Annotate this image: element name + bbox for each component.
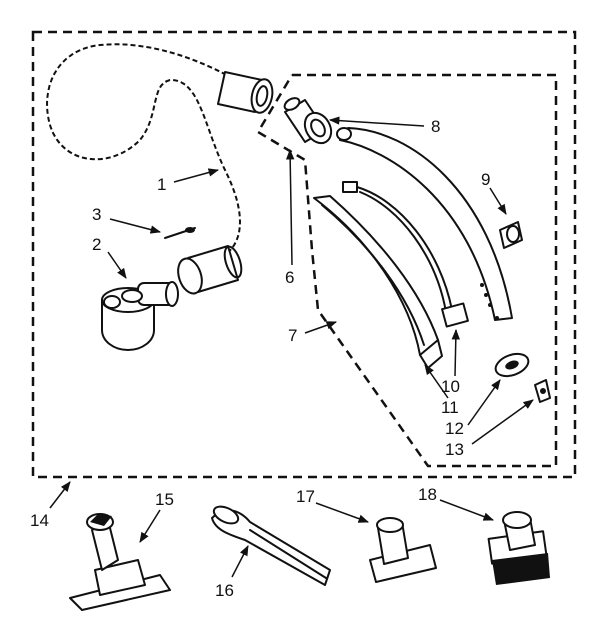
release-button (494, 352, 530, 378)
callout-10: 10 (441, 377, 460, 396)
callout-8: 8 (431, 117, 440, 136)
callout-3: 3 (92, 205, 101, 224)
hose-cuff-bottom (177, 245, 243, 295)
wand-assembly-boundary (256, 73, 558, 468)
dusting-brush (487, 511, 550, 585)
callout-6: 6 (285, 268, 294, 287)
hose-cuff-top (217, 71, 274, 114)
pin (164, 227, 196, 239)
callout-9: 9 (481, 170, 490, 189)
callout-13: 13 (445, 440, 464, 459)
callout-16: 16 (215, 581, 234, 600)
wand-lower (313, 195, 443, 369)
callout-12: 12 (445, 419, 464, 438)
swivel-connector (101, 281, 179, 351)
kit-14-boundary (31, 30, 577, 479)
wand-tube (336, 127, 513, 321)
clip (499, 221, 523, 249)
leader-lines (49, 116, 534, 578)
callout-7: 7 (288, 326, 297, 345)
callout-11: 11 (441, 398, 459, 417)
floor-tool (69, 513, 171, 611)
callout-18: 18 (418, 485, 437, 504)
cord (342, 181, 469, 328)
callout-1: 1 (157, 175, 166, 194)
upholstery-tool (369, 517, 437, 583)
crevice-tool (211, 505, 331, 586)
callout-14: 14 (30, 511, 49, 530)
callout-17: 17 (296, 487, 315, 506)
wand-coupling (283, 97, 333, 145)
hose (41, 38, 274, 295)
spring-clip (534, 379, 551, 403)
callout-2: 2 (92, 235, 101, 254)
callout-15: 15 (155, 490, 174, 509)
